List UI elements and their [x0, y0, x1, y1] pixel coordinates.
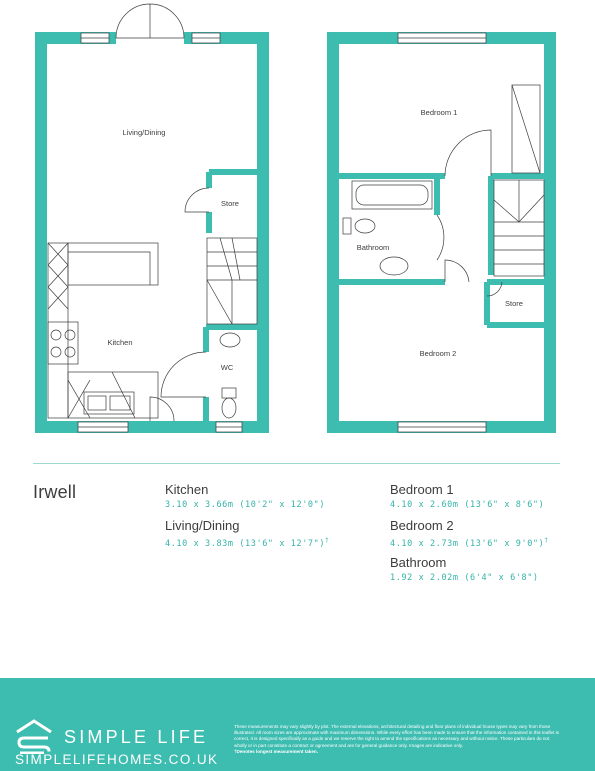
- disclaimer-note: †Denotes longest measurement taken.: [234, 748, 318, 754]
- room-dims: 1.92 x 2.02m (6'4" x 6'8"): [390, 573, 539, 583]
- label-bathroom: Bathroom: [357, 243, 390, 252]
- ground-floor-plan: [35, 3, 269, 433]
- house-logo-icon: [16, 719, 52, 754]
- room-bedroom-2: Bedroom 2 4.10 x 2.73m (13'6" x 9'0")†: [390, 518, 549, 551]
- footer-bar: [0, 678, 595, 771]
- first-floor-plan: [327, 32, 556, 433]
- room-kitchen: Kitchen 3.10 x 3.66m (10'2" x 12'0"): [165, 482, 325, 512]
- label-store-ground: Store: [221, 199, 239, 208]
- label-kitchen: Kitchen: [107, 338, 132, 347]
- toilet-icon: [221, 397, 237, 419]
- floor-plans: Living/Dining Store Kitchen WC Bedroom 1…: [35, 3, 556, 433]
- website-link[interactable]: SIMPLELIFEHOMES.CO.UK: [15, 752, 219, 767]
- patio-door-swing: [115, 3, 185, 39]
- label-wc: WC: [221, 363, 234, 372]
- label-bedroom-1: Bedroom 1: [421, 108, 458, 117]
- house-name: Irwell: [33, 482, 77, 502]
- section-divider: [33, 463, 560, 464]
- disclaimer: These measurements may vary slightly by …: [234, 724, 559, 754]
- first-floor-stairs: [493, 179, 545, 277]
- room-name: Bathroom: [390, 555, 447, 570]
- room-bathroom: Bathroom 1.92 x 2.02m (6'4" x 6'8"): [390, 555, 539, 585]
- bathroom-toilet-icon: [354, 218, 376, 234]
- room-name: Living/Dining: [165, 518, 240, 533]
- room-dims: 4.10 x 3.83m (13'6" x 12'7")†: [165, 537, 330, 549]
- ground-stairs: [206, 237, 258, 325]
- wardrobe: [511, 84, 541, 174]
- room-dims: 4.10 x 2.73m (13'6" x 9'0")†: [390, 537, 549, 549]
- kitchen-units: [47, 242, 159, 419]
- brand-name: SIMPLE LIFE: [64, 727, 209, 747]
- room-name: Bedroom 1: [390, 482, 454, 497]
- bathroom-basin-icon: [379, 256, 409, 276]
- wc-door-swing: [160, 351, 207, 398]
- label-store-first: Store: [505, 299, 523, 308]
- room-living-dining: Living/Dining 4.10 x 3.83m (13'6" x 12'7…: [165, 518, 329, 551]
- room-dims: 4.10 x 2.60m (13'6" x 8'6"): [390, 500, 545, 510]
- sink-icon: [83, 391, 135, 415]
- label-bedroom-2: Bedroom 2: [420, 349, 457, 358]
- room-bedroom-1: Bedroom 1 4.10 x 2.60m (13'6" x 8'6"): [390, 482, 544, 512]
- first-floor-walls: [327, 32, 556, 433]
- bath-icon: [351, 180, 433, 210]
- room-dims: 3.10 x 3.66m (10'2" x 12'0"): [165, 500, 326, 510]
- room-name: Bedroom 2: [390, 518, 454, 533]
- basin-icon: [219, 332, 241, 348]
- label-living-dining: Living/Dining: [123, 128, 166, 137]
- room-name: Kitchen: [165, 482, 209, 497]
